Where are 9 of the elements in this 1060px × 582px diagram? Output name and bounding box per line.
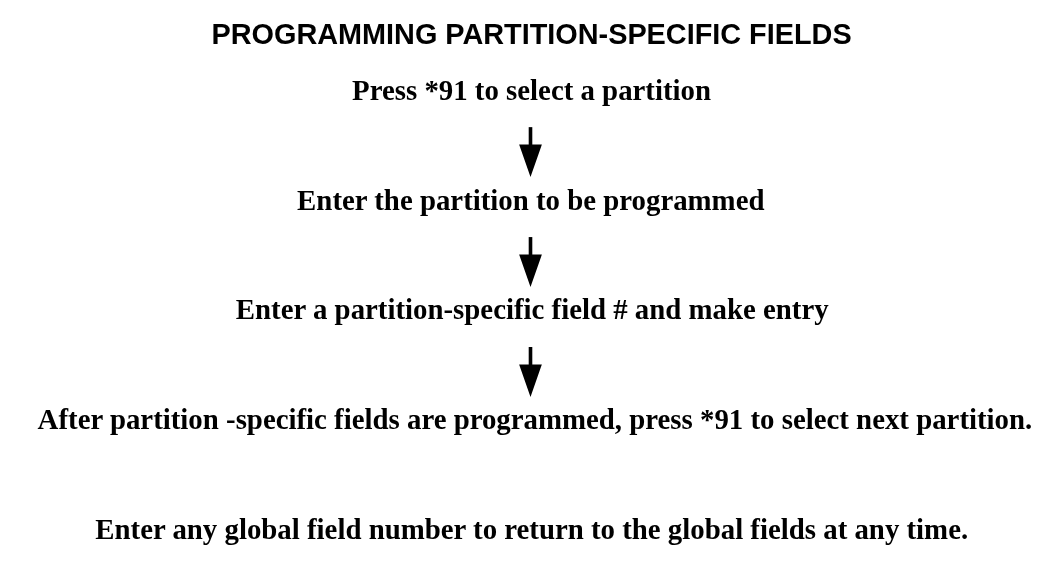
node-text: Press *91 to select a partition	[351, 73, 711, 106]
arrow	[518, 237, 542, 288]
arrow	[518, 347, 542, 397]
node-text: Enter a partition-specific field # and make entry	[235, 293, 829, 326]
node-text: Enter the partition to be programmed	[296, 183, 764, 216]
arrow	[518, 127, 542, 178]
label: Enter any global field number to return to the global fields at any time.	[94, 513, 968, 546]
node-text: After partition -specific fields are programmed, press *91 to select next partition.	[37, 403, 1032, 436]
diagram-title: PROGRAMMING PARTITION-SPECIFIC FIELDS	[211, 17, 852, 50]
